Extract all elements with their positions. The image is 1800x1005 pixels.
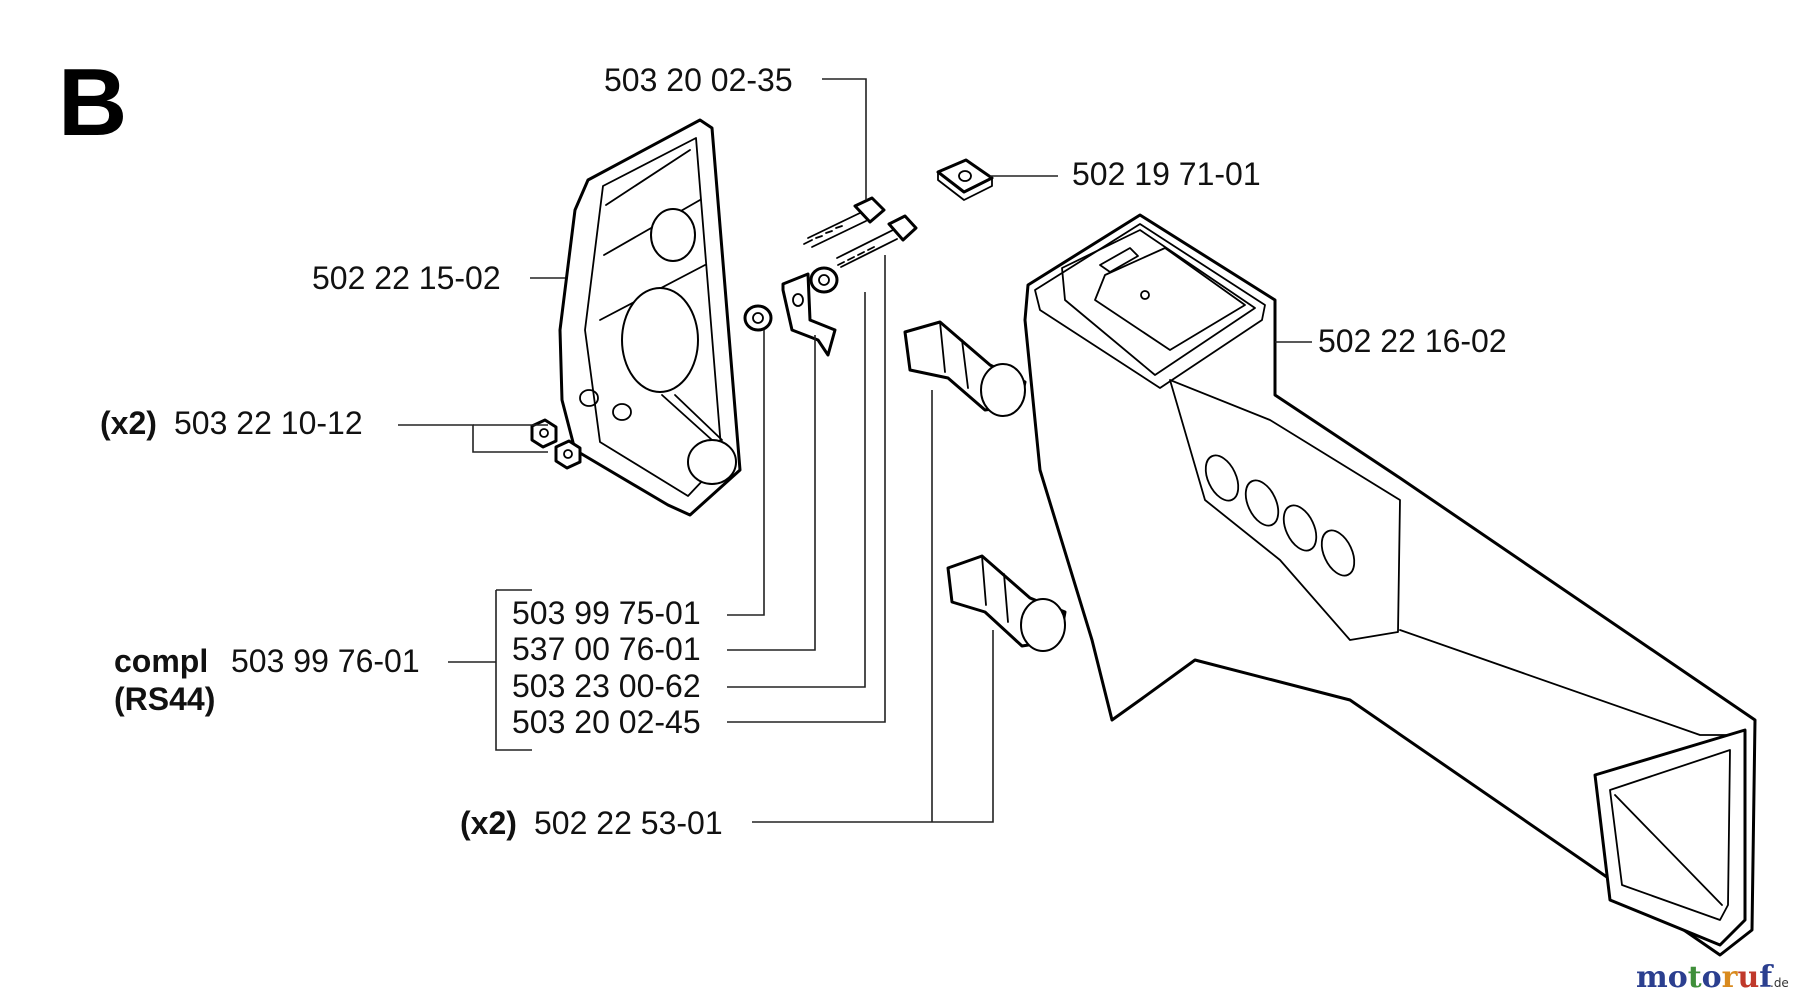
number-503-22-10-12: 503 22 10-12 [174,405,363,441]
watermark-letter: f [1759,960,1774,995]
watermark-suffix: .de [1770,976,1789,990]
compl-number: 503 99 76-01 [231,643,420,679]
label-502-19-71-01: 502 19 71-01 [1072,156,1261,192]
label-502-22-53-01: (x2) 502 22 53-01 [460,805,723,841]
compl-prefix: compl [114,643,208,679]
label-503-23-00-62: 503 23 00-62 [512,668,701,704]
qty-503-22-10-12: (x2) [100,405,157,441]
watermark-letter: u [1737,960,1759,995]
section-letter: B [58,49,127,156]
watermark-letter: o [1668,960,1688,995]
label-502-22-16-02: 502 22 16-02 [1318,323,1507,359]
qty-502-22-53-01: (x2) [460,805,517,841]
label-503-22-10-12: (x2) 503 22 10-12 [100,405,363,441]
watermark-main: motoruf [1636,960,1774,995]
compl-model: (RS44) [114,681,215,717]
label-503-20-02-45: 503 20 02-45 [512,704,701,740]
watermark-letter: r [1722,960,1739,995]
number-502-22-53-01: 502 22 53-01 [534,805,723,841]
label-compl-503-99-76-01: compl 503 99 76-01 [114,643,420,679]
nuts [530,418,582,470]
handle-housing [1023,213,1757,957]
watermark-letter: o [1702,960,1722,995]
clip-bracket [781,272,837,357]
label-503-99-75-01: 503 99 75-01 [512,595,701,631]
square-nut [936,158,994,201]
label-503-20-02-35: 503 20 02-35 [604,62,793,98]
washers [743,266,839,332]
label-537-00-76-01: 537 00 76-01 [512,631,701,667]
watermark-letter: t [1688,960,1702,995]
watermark-logo: motoruf .de [1636,960,1789,995]
leader-lines [398,78,1312,823]
rubber-dampers [903,320,1067,652]
label-502-22-15-02: 502 22 15-02 [312,260,501,296]
watermark-letter: m [1636,960,1668,995]
handle-bracket-plate [558,118,742,517]
screws [803,196,918,268]
